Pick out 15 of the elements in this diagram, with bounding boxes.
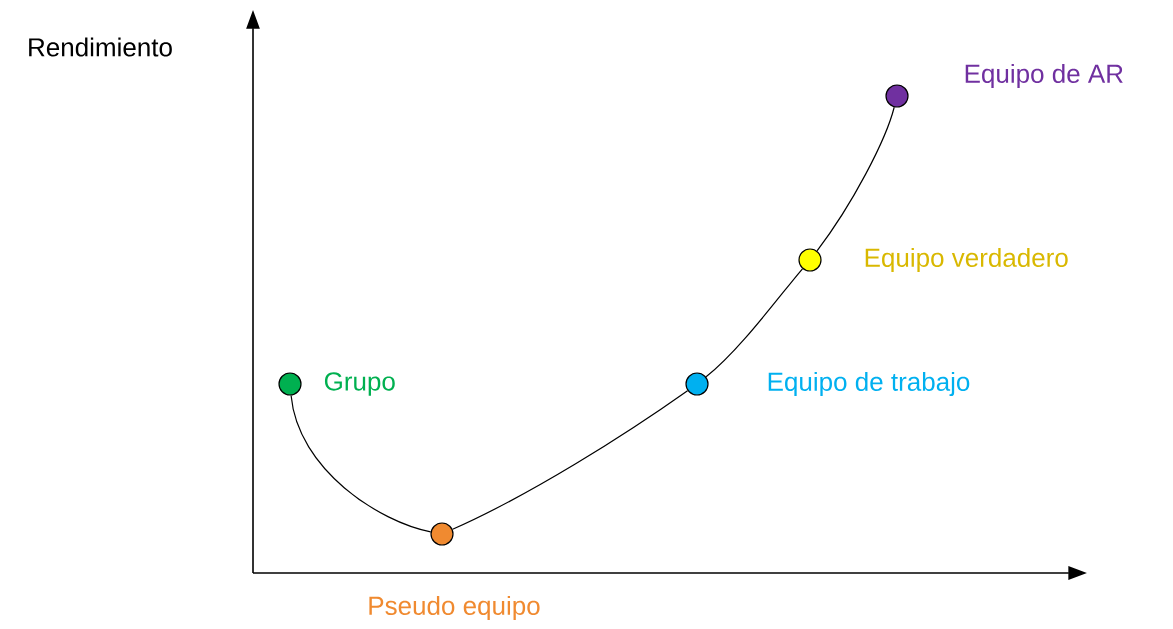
curve-line [290,394,432,533]
point-label: Grupo [324,372,395,396]
data-point [798,248,822,272]
data-point [885,84,909,108]
curve-line [705,268,804,378]
point-label: Equipo verdadero [865,247,1068,273]
data-point [685,372,709,396]
curve-line [816,106,895,252]
axis-label: Rendimiento [29,37,172,57]
data-point [278,372,302,396]
data-point [430,522,454,546]
curve-line [452,390,689,530]
point-label: Equipo de AR [965,63,1123,89]
point-label: Equipo de trabajo [768,371,970,397]
point-label: Pseudo equipo [369,595,540,621]
